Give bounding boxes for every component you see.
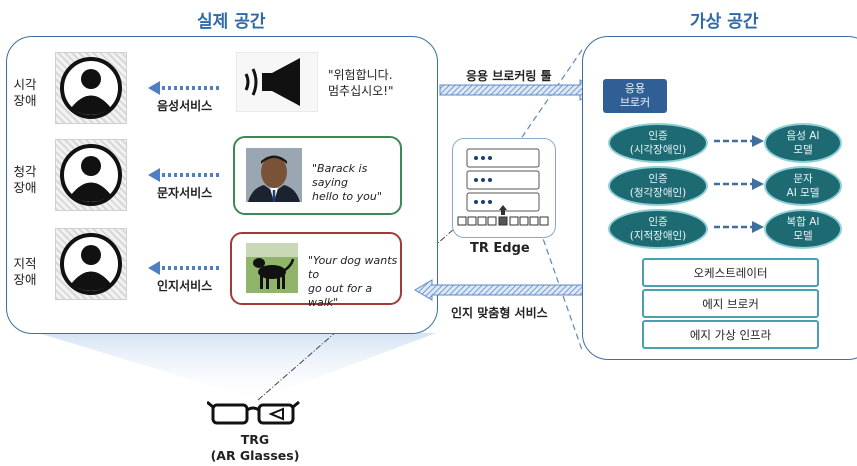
person-icon xyxy=(60,57,122,119)
avatar xyxy=(55,228,127,300)
avatar xyxy=(55,52,127,124)
dotted-arrow-icon xyxy=(148,81,222,95)
speaker-icon xyxy=(236,52,318,112)
dog-photo xyxy=(246,243,298,293)
tr-edge-box xyxy=(452,138,556,238)
service-label-text: 문자서비스 xyxy=(157,186,213,200)
projection-beam xyxy=(38,333,436,400)
person-icon xyxy=(60,233,122,295)
real-space-title: 실제 공간 xyxy=(197,12,266,32)
auth-hearing-oval: 인증(청각장애인) xyxy=(608,166,708,206)
avatar xyxy=(55,139,127,211)
dashed-arrow-icon xyxy=(714,135,764,147)
voice-message: "위험합니다.멈추십시오!" xyxy=(328,68,394,98)
portrait-photo xyxy=(246,148,302,202)
auth-intellectual-oval: 인증(지적장애인) xyxy=(608,209,708,249)
service-label-cognitive: 인지서비스 xyxy=(157,279,213,293)
glasses-label: TRG(AR Glasses) xyxy=(210,432,300,463)
person-icon xyxy=(60,144,122,206)
ar-glasses-icon xyxy=(207,400,300,425)
dashed-arrow-icon xyxy=(714,178,764,190)
tr-edge-label: TR Edge xyxy=(470,241,530,256)
orchestrator-box: 오케스트레이터 xyxy=(642,258,819,287)
virtual-space-title: 가상 공간 xyxy=(690,12,759,32)
dotted-arrow-icon xyxy=(148,168,222,182)
server-icon xyxy=(457,148,549,226)
service-label-voice: 음성서비스 xyxy=(157,99,213,113)
brokering-tool-label: 응용 브로커링 툴 xyxy=(466,69,552,83)
cognitive-service-arrow-label: 인지 맞춤형 서비스 xyxy=(451,306,548,320)
dashed-arrow-icon xyxy=(714,221,764,233)
dotted-arrow-icon xyxy=(148,261,222,275)
edge-broker-box: 에지 브로커 xyxy=(642,289,819,318)
edge-virtual-infra-box: 에지 가상 인프라 xyxy=(642,320,819,349)
auth-visual-oval: 인증(시각장애인) xyxy=(608,123,708,163)
